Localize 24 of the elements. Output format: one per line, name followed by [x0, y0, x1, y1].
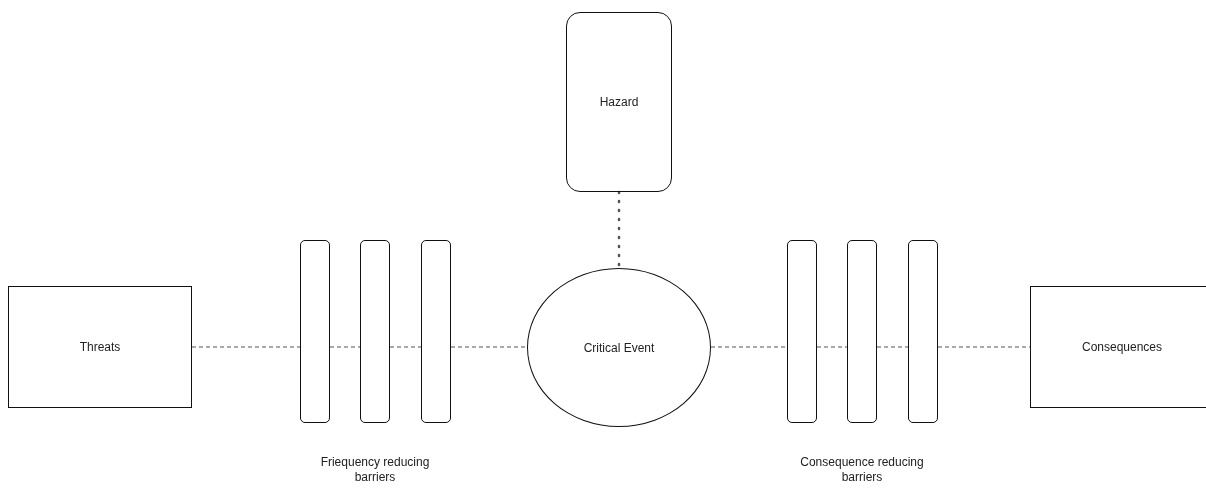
node-label: Critical Event: [583, 340, 655, 355]
hazard-box: [566, 12, 672, 192]
event-ellipse: [527, 268, 711, 427]
dashed-connector: [450, 346, 528, 348]
barrier-bar: [421, 240, 451, 423]
dashed-connector: [710, 346, 788, 348]
process-box: [8, 286, 192, 408]
barrier-bar: [300, 240, 330, 423]
dashed-connector: [816, 346, 848, 348]
process-box: [1030, 286, 1206, 408]
group-caption: Consequence reducing barriers: [799, 455, 925, 485]
node-label: Consequences: [1081, 340, 1163, 354]
node-label: Hazard: [599, 95, 639, 109]
group-caption: Friequency reducing barriers: [319, 455, 431, 485]
dashed-connector: [389, 346, 422, 348]
barrier-bar: [908, 240, 938, 423]
dashed-connector: [191, 346, 301, 348]
node-label: Threats: [79, 340, 121, 354]
dashed-connector: [876, 346, 909, 348]
dashed-connector: [329, 346, 361, 348]
barrier-bar: [787, 240, 817, 423]
barrier-bar: [847, 240, 877, 423]
dashed-connector: [937, 346, 1031, 348]
barrier-bar: [360, 240, 390, 423]
